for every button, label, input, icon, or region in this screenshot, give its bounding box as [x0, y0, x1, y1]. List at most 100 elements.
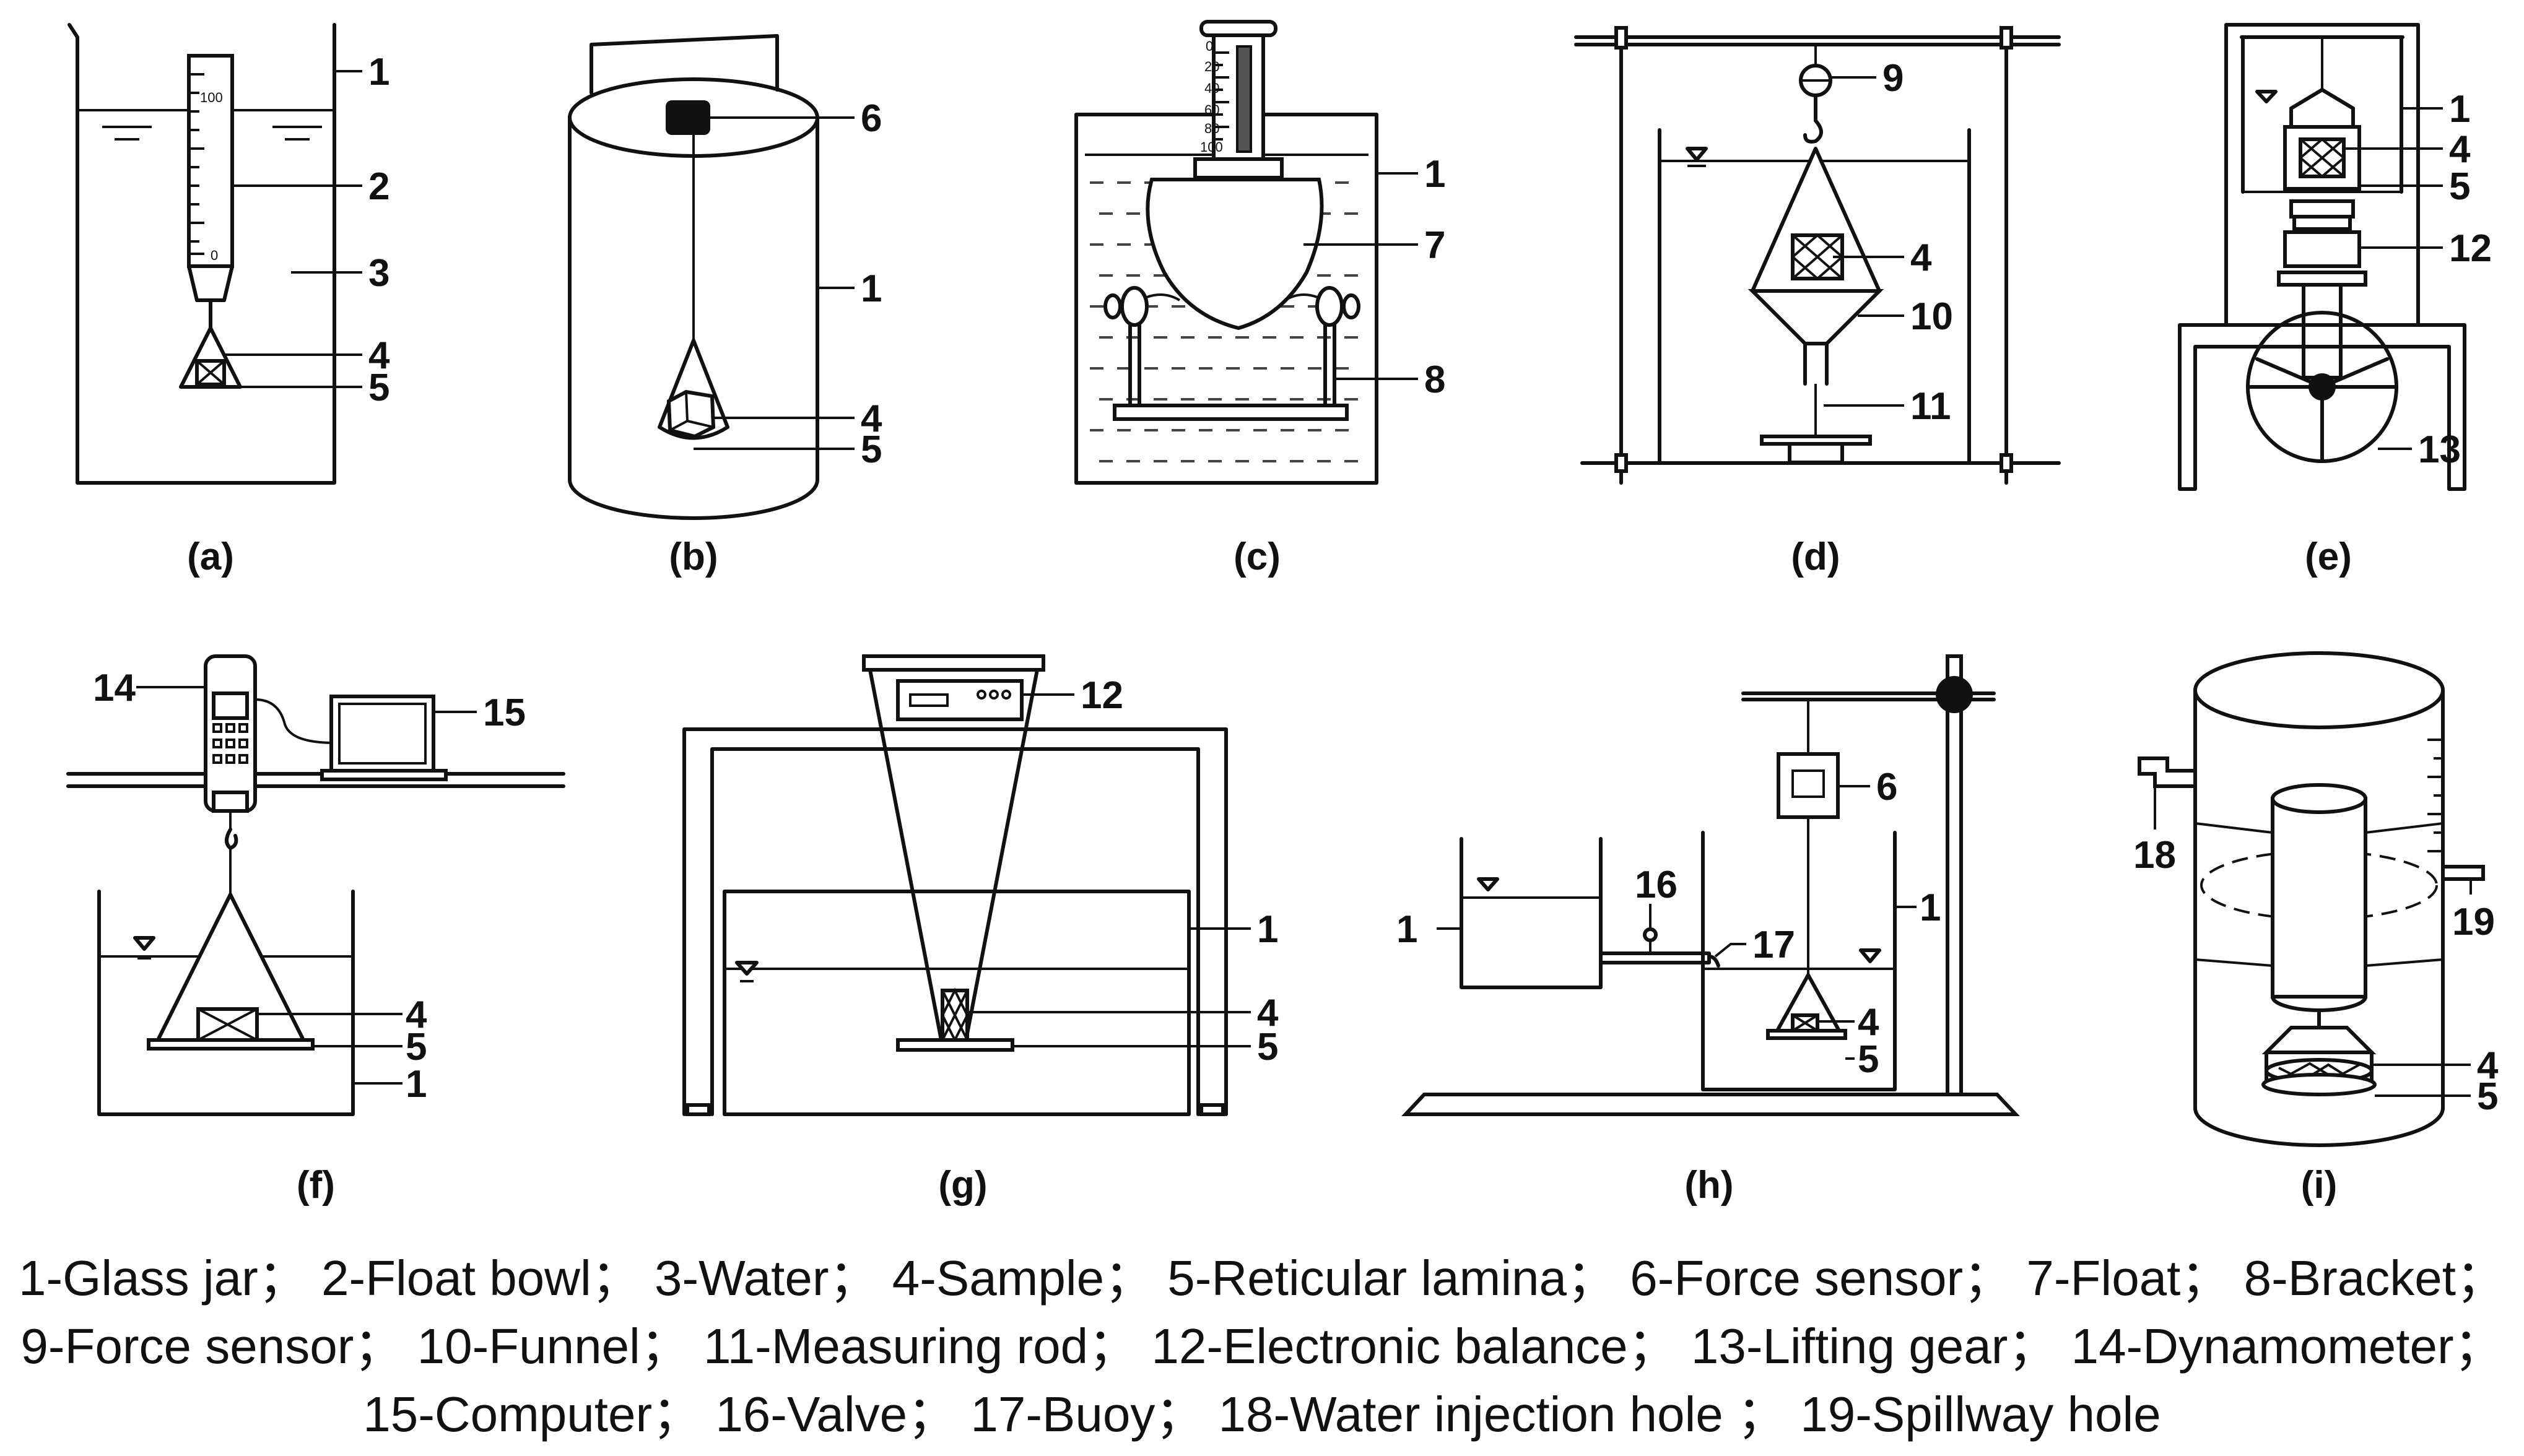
- label-b-1: 1: [861, 267, 882, 310]
- reticular-lamina-e: [2283, 125, 2361, 191]
- label-c-8: 8: [1424, 358, 1445, 401]
- glass-jar-e: [2241, 35, 2403, 194]
- caption-d: (d): [1791, 535, 1840, 578]
- caption-b: (b): [669, 535, 718, 578]
- label-d-9: 9: [1882, 57, 1904, 100]
- force-sensor-h: [1777, 752, 1840, 819]
- label-h-6: 6: [1876, 766, 1897, 808]
- panel-f: 14 15 4 5 1 (f): [66, 654, 565, 1207]
- label-d-10: 10: [1910, 295, 1953, 338]
- caption-i: (i): [2301, 1164, 2338, 1207]
- legend-line-2: 9-Force sensor； 10-Funnel； 11-Measuring …: [20, 1319, 2504, 1374]
- scale-c-20: 20: [1204, 59, 1219, 74]
- legend-line-3: 15-Computer； 16-Valve； 17-Buoy； 18-Water…: [363, 1387, 2161, 1442]
- scale-c-0: 0: [1206, 38, 1213, 54]
- label-i-19: 19: [2452, 901, 2495, 943]
- label-g-12: 12: [1081, 674, 1123, 717]
- label-b-4: 4: [861, 397, 882, 440]
- label-e-4: 4: [2449, 128, 2471, 171]
- caption-a: (a): [187, 535, 234, 578]
- label-f-4: 4: [406, 994, 427, 1036]
- label-d-4: 4: [1910, 236, 1932, 279]
- funnel-d: [1747, 289, 1884, 345]
- label-e-13: 13: [2418, 428, 2461, 471]
- panel-a: 100 0 1 2 3 4 5 (a): [67, 23, 390, 578]
- panel-b: 6 1 4 5 (b): [568, 34, 882, 578]
- float-c: [1146, 178, 1324, 331]
- legend-line-1: 1-Glass jar； 2-Float bowl； 3-Water； 4-Sa…: [19, 1250, 2505, 1306]
- reticular-lamina-i: [2261, 1073, 2377, 1096]
- label-d-11: 11: [1910, 385, 1951, 428]
- glass-jar-h-right: [1701, 831, 1897, 1091]
- dynamometer-f: [204, 654, 257, 813]
- caption-g: (g): [938, 1164, 987, 1207]
- computer-f: [329, 695, 435, 773]
- label-a-1: 1: [368, 51, 389, 93]
- label-a-4: 4: [368, 334, 390, 377]
- label-i-18: 18: [2133, 834, 2176, 877]
- scale-a-top: 100: [200, 90, 223, 105]
- caption-h: (h): [1684, 1164, 1733, 1207]
- label-a-5: 5: [368, 366, 389, 409]
- label-a-2: 2: [368, 165, 389, 208]
- panel-e: 1 4 5 12 13 (e): [2178, 23, 2492, 578]
- label-i-4: 4: [2477, 1044, 2499, 1087]
- force-sensor-b: [666, 100, 710, 135]
- glass-jar-h-left: [1460, 837, 1603, 989]
- electronic-balance-e: [2283, 230, 2361, 268]
- electronic-balance-g: [896, 679, 1024, 721]
- glass-jar-i: [2193, 651, 2445, 729]
- glass-jar-g: [723, 890, 1191, 1116]
- label-g-5: 5: [1257, 1026, 1278, 1068]
- label-f-5: 5: [406, 1026, 427, 1068]
- label-f-15: 15: [483, 691, 526, 734]
- reticular-lamina-g: [896, 1038, 1014, 1052]
- label-h-17: 17: [1752, 924, 1795, 966]
- scale-a-bottom: 0: [211, 248, 218, 263]
- label-f-14: 14: [93, 667, 136, 709]
- label-g-4: 4: [1257, 992, 1279, 1034]
- reticular-lamina-f: [147, 1038, 315, 1051]
- reticular-lamina-h: [1766, 1029, 1847, 1040]
- bracket-c: [1103, 286, 1360, 421]
- panel-h: 6 16 1 17 1 4 5 (h): [1396, 654, 2020, 1207]
- scale-c-40: 40: [1204, 80, 1219, 96]
- scale-c-100: 100: [1200, 139, 1223, 155]
- label-c-7: 7: [1424, 224, 1445, 267]
- caption-f: (f): [297, 1164, 335, 1207]
- scale-c-60: 60: [1204, 102, 1219, 118]
- panel-c: 0 20 40 60 80 100 1 7 8 (c): [1074, 20, 1445, 578]
- label-b-5: 5: [861, 428, 882, 471]
- base-h: [1401, 1093, 2020, 1116]
- label-h-16: 16: [1635, 864, 1678, 906]
- label-e-5: 5: [2449, 165, 2470, 208]
- glass-jar-f: [97, 890, 355, 1116]
- label-c-1: 1: [1424, 153, 1445, 196]
- float-bowl-a: [187, 54, 234, 268]
- float-cylinder-i: [2271, 797, 2367, 999]
- panel-d: 9 4 10 11 (d): [1574, 26, 2061, 578]
- glass-jar-d: [1658, 128, 1971, 465]
- spillway-hole-i: [2441, 865, 2485, 881]
- label-h-4: 4: [1858, 1001, 1879, 1044]
- panel-g: 12 1 4 5 (g): [682, 654, 1279, 1207]
- label-f-1: 1: [406, 1063, 427, 1106]
- label-b-6: 6: [861, 97, 882, 140]
- sample-b: [666, 389, 716, 439]
- glass-jar-a: [67, 23, 336, 485]
- buoy-h: [1707, 955, 1720, 968]
- label-h-1-right: 1: [1920, 886, 1941, 929]
- valve-h: [1643, 927, 1658, 942]
- caption-e: (e): [2305, 535, 2352, 578]
- label-e-1: 1: [2449, 88, 2470, 131]
- label-h-1-left: 1: [1396, 908, 1417, 951]
- label-i-5: 5: [2477, 1075, 2498, 1118]
- label-a-3: 3: [368, 252, 389, 295]
- label-g-1: 1: [1257, 908, 1278, 951]
- water-injection-hole-i: [2138, 756, 2197, 788]
- caption-c: (c): [1234, 535, 1281, 578]
- label-e-12: 12: [2449, 227, 2492, 270]
- label-h-5: 5: [1858, 1038, 1879, 1081]
- scale-c-80: 80: [1204, 121, 1219, 136]
